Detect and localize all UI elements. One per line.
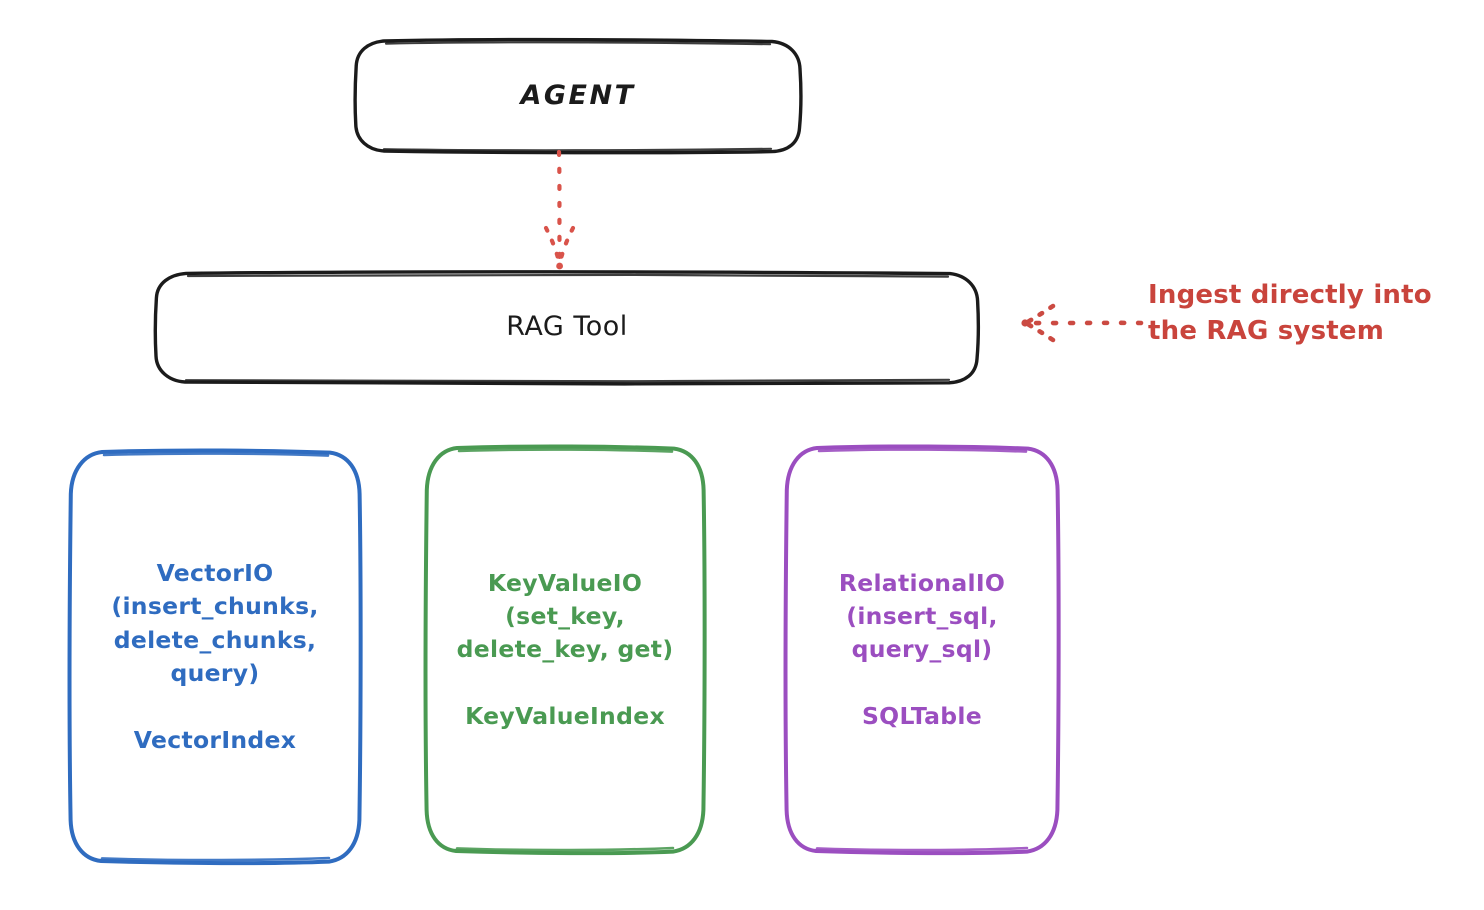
node-agent[interactable]: AGENT	[353, 37, 803, 155]
key-value-io-label: KeyValueIO (set_key, delete_key, get) Ke…	[456, 568, 674, 731]
node-key-value-io[interactable]: KeyValueIO (set_key, delete_key, get) Ke…	[423, 444, 707, 856]
agent-to-rag-tool-arrow	[543, 149, 576, 270]
node-rag-tool[interactable]: RAG Tool	[153, 270, 981, 386]
ingest-into-rag-arrow	[1021, 303, 1144, 343]
ingest-annotation-text: Ingest directly into the RAG system	[1148, 280, 1432, 346]
relational-io-label: RelationalIO (insert_sql, query_sql) SQL…	[838, 568, 1006, 731]
agent-label: AGENT	[520, 80, 636, 112]
node-relational-io[interactable]: RelationalIO (insert_sql, query_sql) SQL…	[783, 444, 1061, 856]
vector-io-label: VectorIO (insert_chunks, delete_chunks, …	[111, 558, 319, 754]
rag-tool-label: RAG Tool	[506, 311, 628, 343]
node-vector-io[interactable]: VectorIO (insert_chunks, delete_chunks, …	[67, 448, 363, 866]
